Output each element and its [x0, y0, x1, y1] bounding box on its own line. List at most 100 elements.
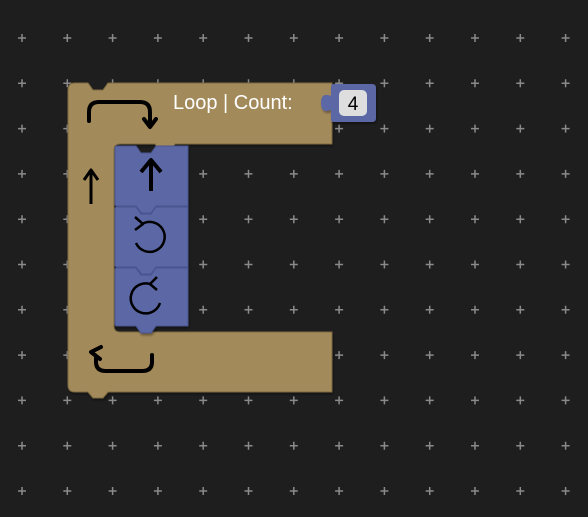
grid-mark	[108, 34, 117, 42]
loop-block[interactable]: Loop | Count:	[67, 82, 333, 399]
grid-mark	[289, 215, 298, 224]
grid-mark	[516, 124, 525, 133]
grid-mark	[425, 487, 434, 495]
grid-mark	[335, 441, 344, 450]
grid-mark	[425, 34, 434, 42]
grid-mark	[199, 34, 208, 42]
count-value-field[interactable]	[339, 90, 367, 116]
grid-mark	[516, 34, 525, 42]
grid-mark	[516, 215, 525, 224]
grid-mark	[380, 396, 389, 405]
grid-mark	[108, 487, 117, 495]
grid-mark	[425, 260, 434, 269]
grid-mark	[380, 124, 389, 133]
grid-mark	[199, 487, 208, 495]
grid-mark	[199, 260, 208, 269]
grid-mark	[18, 351, 26, 360]
inner-block-stack	[114, 145, 189, 334]
grid-mark	[380, 351, 389, 360]
grid-mark	[244, 260, 253, 269]
grid-mark	[289, 260, 298, 269]
grid-mark	[335, 487, 344, 495]
grid-mark	[199, 305, 208, 314]
turn-right-block-body[interactable]	[114, 267, 189, 334]
grid-mark	[153, 396, 162, 405]
grid-mark	[335, 260, 344, 269]
grid-mark	[63, 487, 72, 495]
grid-mark	[561, 34, 570, 42]
grid-mark	[18, 215, 26, 224]
grid-mark	[244, 305, 253, 314]
count-value[interactable]: 4	[348, 94, 359, 115]
turn-left-block[interactable]	[114, 206, 189, 275]
grid-mark	[425, 351, 434, 360]
grid-mark	[561, 169, 570, 178]
loop-label: Loop | Count:	[173, 92, 293, 114]
grid-mark	[63, 441, 72, 450]
grid-mark	[18, 169, 26, 178]
grid-mark	[18, 124, 26, 133]
grid-mark	[516, 305, 525, 314]
grid-mark	[471, 124, 479, 133]
grid-mark	[380, 215, 389, 224]
grid-mark	[425, 169, 434, 178]
grid-mark	[380, 441, 389, 450]
grid-mark	[516, 260, 525, 269]
count-input-block[interactable]: 4	[321, 84, 376, 122]
grid-mark	[380, 34, 389, 42]
grid-mark	[289, 441, 298, 450]
grid-mark	[153, 487, 162, 495]
grid-mark	[335, 305, 344, 314]
grid-mark	[108, 441, 117, 450]
grid-mark	[471, 487, 479, 495]
grid-mark	[108, 396, 117, 405]
grid-mark	[18, 441, 26, 450]
grid-mark	[561, 487, 570, 495]
grid-mark	[425, 79, 434, 88]
grid-mark	[289, 305, 298, 314]
grid-mark	[380, 305, 389, 314]
turn-left-block-body[interactable]	[114, 206, 189, 275]
grid-mark	[244, 215, 253, 224]
grid-mark	[516, 441, 525, 450]
loop-block-body[interactable]	[67, 82, 333, 399]
grid-mark	[244, 396, 253, 405]
grid-mark	[471, 260, 479, 269]
grid-mark	[63, 34, 72, 42]
grid-mark	[561, 260, 570, 269]
grid-mark	[380, 169, 389, 178]
grid-mark	[471, 215, 479, 224]
grid-mark	[18, 396, 26, 405]
grid-mark	[561, 441, 570, 450]
grid-mark	[561, 215, 570, 224]
grid-mark	[199, 441, 208, 450]
grid-mark	[425, 305, 434, 314]
grid-mark	[516, 79, 525, 88]
turn-right-block[interactable]	[114, 267, 189, 334]
loop-start-arrow-icon	[87, 100, 158, 129]
grid-mark	[561, 124, 570, 133]
grid-mark	[471, 79, 479, 88]
grid-mark	[18, 487, 26, 495]
grid-mark	[425, 215, 434, 224]
grid-mark	[18, 34, 26, 42]
grid-mark	[380, 487, 389, 495]
grid-mark	[380, 260, 389, 269]
grid-mark	[561, 305, 570, 314]
grid-mark	[561, 79, 570, 88]
rotate-counterclockwise-icon	[134, 216, 166, 254]
move-forward-block[interactable]	[114, 145, 189, 214]
grid-mark	[244, 34, 253, 42]
grid-mark	[335, 124, 344, 133]
grid-mark	[244, 487, 253, 495]
grid-mark	[425, 124, 434, 133]
grid-mark	[63, 79, 72, 88]
grid-mark	[471, 169, 479, 178]
grid-mark	[335, 215, 344, 224]
grid-mark	[516, 396, 525, 405]
grid-mark	[289, 169, 298, 178]
grid-mark	[471, 34, 479, 42]
grid-mark	[289, 487, 298, 495]
